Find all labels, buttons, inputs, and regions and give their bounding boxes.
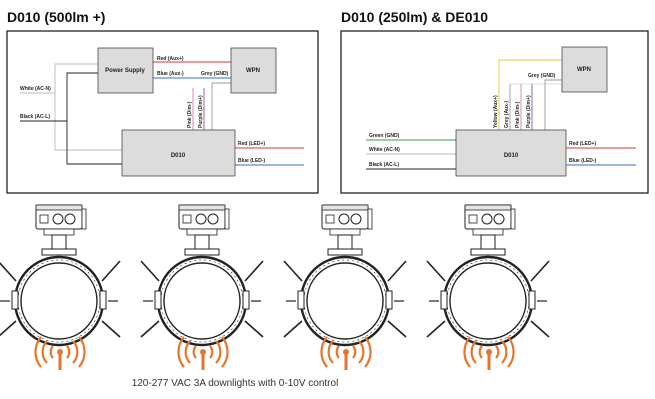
left-wpn-label: WPN xyxy=(246,68,260,74)
downlight-fixture-4 xyxy=(425,203,551,347)
left-pink-dim-label: Pink (Dim-) xyxy=(187,101,193,128)
downlight-fixture-2 xyxy=(139,203,265,347)
right-yellow-aux-label: Yellow (Aux+) xyxy=(493,95,499,128)
fixture-caption: 120-277 VAC 3A downlights with 0-10V con… xyxy=(131,378,339,389)
left-white-line-b xyxy=(54,93,122,151)
left-grey-gnd-label: Grey (GND) xyxy=(201,71,229,77)
right-red-led-label: Red (LED+) xyxy=(569,141,596,147)
right-grey-gnd-label: Grey (GND) xyxy=(528,73,556,79)
left-d010-label: D010 xyxy=(171,153,186,159)
left-red-aux-label: Red (Aux+) xyxy=(157,56,184,62)
left-black-ac-label: Black (AC-L) xyxy=(20,114,50,120)
right-d010-box xyxy=(455,129,567,177)
right-grey-aux-label: Grey (Aux-) xyxy=(504,100,510,128)
right-diagram-title: D010 (250lm) & DE010 xyxy=(341,9,489,25)
left-d010-box xyxy=(121,129,236,177)
left-grey-gnd-line xyxy=(211,82,231,130)
right-grey-gnd-line xyxy=(544,79,562,130)
right-purple-dim-label: Purple (Dim+) xyxy=(526,95,532,128)
right-white-ac-label: White (AC-N) xyxy=(369,147,400,153)
right-pink-dim-label: Pink (Dim-) xyxy=(515,101,521,128)
right-wpn-label: WPN xyxy=(577,67,591,73)
left-white-line-a xyxy=(20,63,98,94)
left-black-line-b xyxy=(66,121,122,165)
power-supply-label: Power Supply xyxy=(105,68,145,74)
downlight-fixture-3 xyxy=(282,203,408,347)
right-wpn-box xyxy=(561,46,608,93)
left-black-line-a xyxy=(20,72,98,122)
power-supply-box xyxy=(97,47,154,94)
left-diagram-title: D010 (500lm +) xyxy=(7,9,106,25)
left-wpn-box xyxy=(230,47,277,94)
right-black-ac-label: Black (AC-L) xyxy=(369,162,399,168)
downlight-fixture-1 xyxy=(0,203,122,347)
left-white-ac-label: White (AC-N) xyxy=(20,86,51,92)
right-blue-led-label: Blue (LED-) xyxy=(569,158,597,164)
left-red-led-label: Red (LED+) xyxy=(238,141,265,147)
left-blue-led-label: Blue (LED-) xyxy=(238,158,266,164)
right-yellow-aux-line xyxy=(498,59,562,130)
right-green-gnd-label: Green (GND) xyxy=(369,133,400,139)
left-blue-aux-label: Blue (Aux-) xyxy=(157,71,184,77)
right-d010-label: D010 xyxy=(504,153,519,159)
left-purple-dim-label: Purple (Dim+) xyxy=(198,95,204,128)
